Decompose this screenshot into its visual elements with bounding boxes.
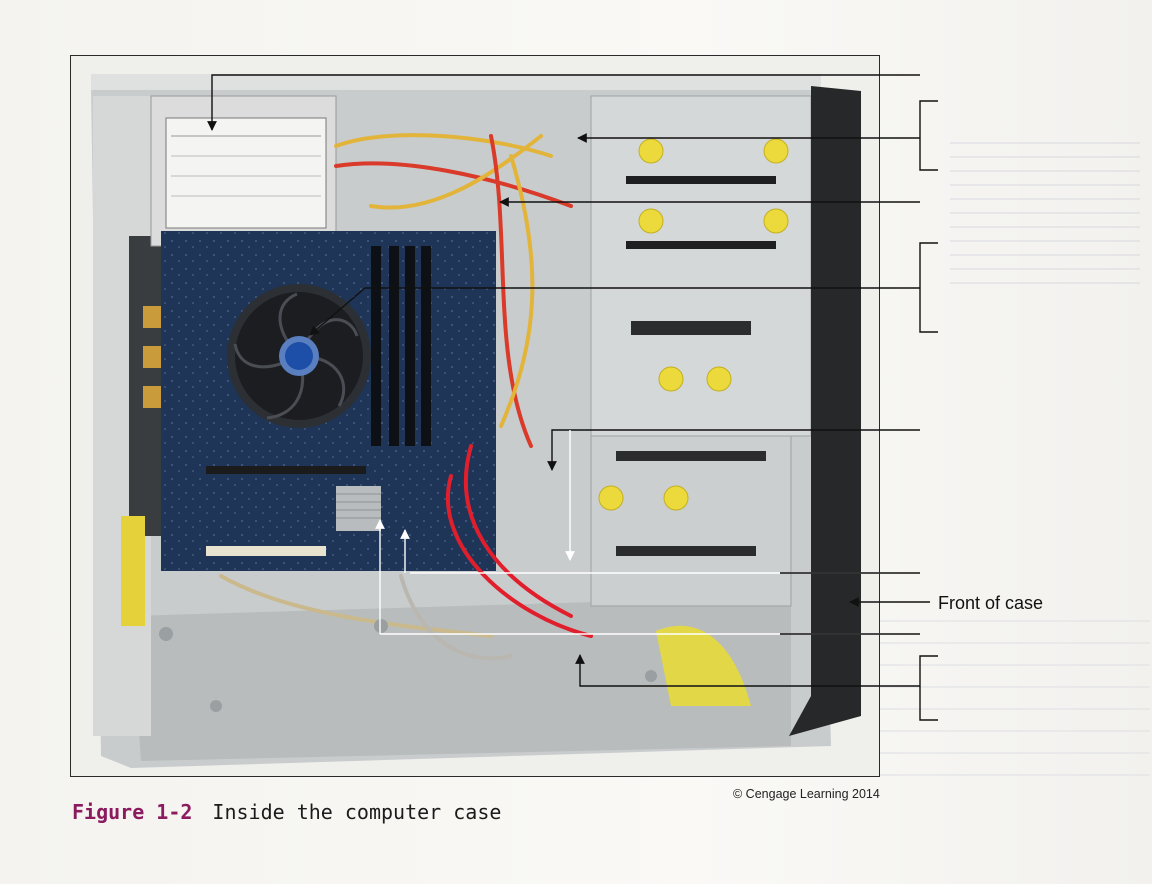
expansion-slot-clip bbox=[121, 516, 145, 626]
figure-caption: Figure 1-2 Inside the computer case bbox=[72, 800, 501, 824]
front-of-case-label: Front of case bbox=[938, 593, 1044, 613]
psu-label bbox=[165, 117, 327, 229]
chipset-heatsink bbox=[336, 486, 381, 531]
computer-case-photo bbox=[70, 55, 880, 777]
figure-number: Figure 1-2 bbox=[72, 800, 193, 824]
hard-drive-bays bbox=[590, 435, 792, 607]
memory-slot bbox=[389, 246, 399, 446]
memory-slot bbox=[405, 246, 415, 446]
pci-slot bbox=[206, 546, 326, 556]
copyright-notice: © Cengage Learning 2014 bbox=[733, 787, 880, 801]
show-through-ghost bbox=[880, 600, 1150, 780]
memory-slot bbox=[371, 246, 381, 446]
show-through-ghost bbox=[950, 130, 1140, 290]
figure-caption-text: Inside the computer case bbox=[212, 800, 502, 824]
case-floor bbox=[131, 596, 791, 761]
computer-case-illustration bbox=[71, 56, 879, 776]
memory-slot bbox=[421, 246, 431, 446]
pcie-slot bbox=[206, 466, 366, 474]
